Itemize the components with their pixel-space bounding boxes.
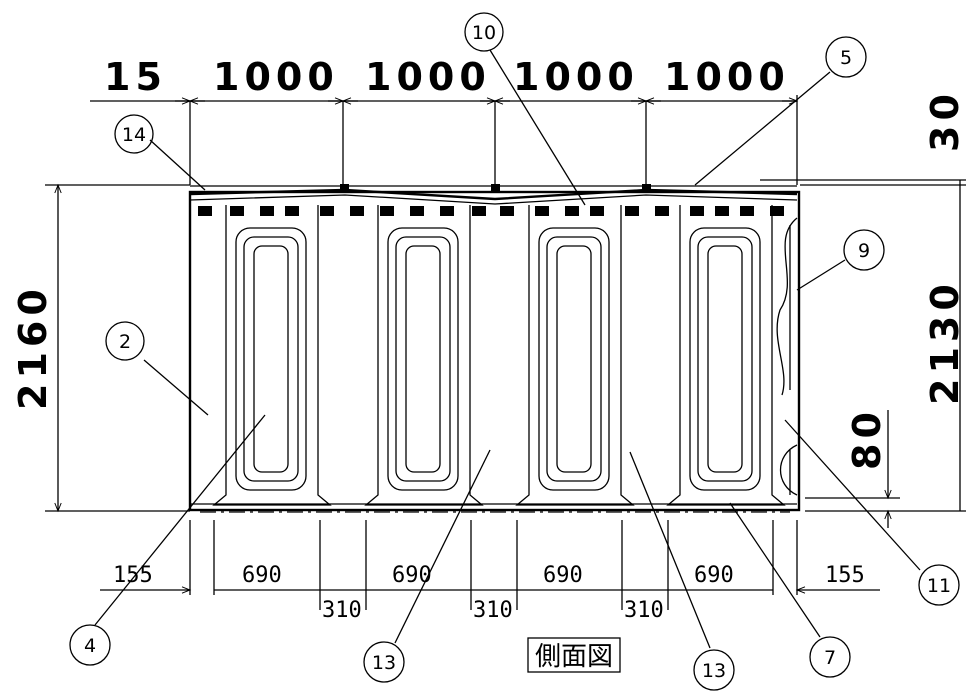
callout-2: 2 — [105, 321, 145, 361]
panel-4 — [666, 205, 786, 506]
left-dimension — [45, 183, 190, 513]
svg-text:5: 5 — [840, 47, 852, 69]
bottom-dim-690-3: 690 — [543, 563, 583, 588]
right-dim-2130: 2130 — [923, 279, 966, 405]
bottom-dim-690-1: 690 — [242, 563, 282, 588]
svg-text:10: 10 — [472, 22, 496, 44]
top-dimension-line — [90, 95, 799, 185]
gap-dim-310-2: 310 — [473, 598, 513, 623]
svg-text:13: 13 — [702, 660, 726, 682]
bottom-dimension-lines — [100, 520, 880, 610]
panel-1 — [212, 205, 332, 506]
callout-7: 7 — [809, 636, 851, 678]
bottom-dim-690-4: 690 — [694, 563, 734, 588]
right-dimension — [760, 179, 966, 528]
svg-text:9: 9 — [858, 240, 870, 262]
svg-text:14: 14 — [122, 124, 146, 146]
bottom-dim-690-2: 690 — [392, 563, 432, 588]
bottom-dim-155-left: 155 — [113, 563, 153, 588]
callout-14: 14 — [114, 114, 154, 154]
svg-text:7: 7 — [824, 647, 836, 669]
side-ladder — [776, 217, 798, 496]
top-dim-1000-2: 1000 — [365, 55, 491, 99]
gap-dim-310-1: 310 — [322, 598, 362, 623]
top-dim-1000-4: 1000 — [664, 55, 790, 99]
callout-5: 5 — [825, 36, 867, 78]
leader-lines — [94, 49, 921, 649]
left-dim-2160: 2160 — [11, 284, 55, 410]
callout-13-right: 13 — [693, 649, 735, 691]
callout-10: 10 — [464, 12, 504, 52]
panel-2 — [364, 205, 484, 506]
svg-text:4: 4 — [84, 635, 96, 657]
callout-11: 11 — [918, 564, 960, 606]
view-title: 側面図 — [527, 637, 621, 673]
bottom-dim-155-right: 155 — [825, 563, 865, 588]
svg-text:13: 13 — [372, 652, 396, 674]
callout-4: 4 — [69, 624, 111, 666]
top-dim-1000-3: 1000 — [513, 55, 639, 99]
callout-13-left: 13 — [363, 641, 405, 683]
svg-text:11: 11 — [927, 575, 951, 597]
right-dim-30: 30 — [923, 89, 966, 152]
top-dim-1000-1: 1000 — [213, 55, 339, 99]
gap-dim-310-3: 310 — [624, 598, 664, 623]
tank-body — [188, 184, 801, 513]
callout-9: 9 — [843, 229, 885, 271]
right-dim-80: 80 — [845, 407, 889, 470]
roof-vents — [198, 206, 784, 216]
svg-text:2: 2 — [119, 331, 131, 353]
svg-text:側面図: 側面図 — [535, 642, 613, 672]
top-dim-15: 15 — [104, 55, 167, 99]
panel-3 — [515, 205, 635, 506]
